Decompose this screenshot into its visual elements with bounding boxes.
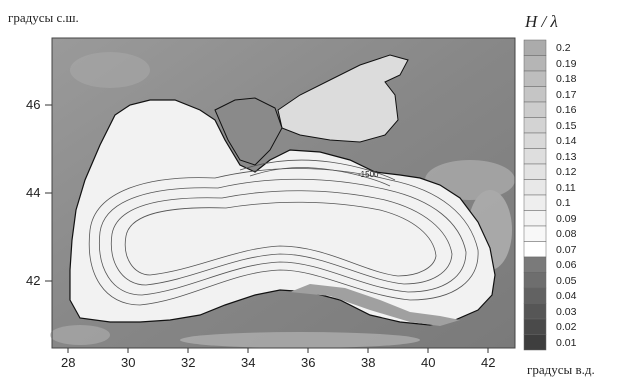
black-sea-body <box>69 99 496 326</box>
x-tick-label: 34 <box>241 355 256 370</box>
legend-value: 0.11 <box>556 181 576 194</box>
legend-value: 0.19 <box>556 57 577 70</box>
legend-colorbar <box>523 39 547 351</box>
x-tick-label: 42 <box>481 355 496 370</box>
legend-value: 0.07 <box>556 243 577 256</box>
legend-value: 0.09 <box>556 212 577 225</box>
y-tick-label: 42 <box>26 273 41 288</box>
bathymetry-contours <box>88 159 479 306</box>
lat-unit-label: градусы с.ш. <box>8 10 79 25</box>
x-tick-label: 40 <box>421 355 436 370</box>
legend-value: 0.18 <box>556 73 577 85</box>
legend-value: 0.14 <box>556 135 577 147</box>
legend-value: 0.2 <box>556 42 571 54</box>
legend-value: 0.1 <box>556 197 571 209</box>
lon-unit-label: градусы в.д. <box>527 362 595 377</box>
azov-sea <box>277 54 409 143</box>
x-axis-ticks <box>67 348 489 353</box>
legend-value: 0.17 <box>556 88 577 101</box>
crimea <box>214 97 283 166</box>
contour-label: -1500 <box>358 170 379 179</box>
legend-value: 0.08 <box>556 228 577 240</box>
legend-value: 0.02 <box>556 321 577 333</box>
x-tick-label: 32 <box>181 355 196 370</box>
x-tick-label: 30 <box>121 355 136 370</box>
south-shelf <box>290 284 460 326</box>
y-axis-ticks <box>45 104 52 282</box>
legend-value: 0.13 <box>556 150 577 163</box>
legend-value: 0.04 <box>556 290 577 302</box>
x-tick-label: 38 <box>361 355 376 370</box>
relief-patches <box>50 52 515 348</box>
legend-value: 0.01 <box>556 336 577 349</box>
x-tick-label: 36 <box>301 355 316 370</box>
legend-value: 0.12 <box>556 166 577 178</box>
x-tick-label: 28 <box>61 355 76 370</box>
legend-value: 0.16 <box>556 104 577 116</box>
y-tick-label: 46 <box>26 97 41 112</box>
legend-title: H / λ <box>525 12 558 31</box>
legend-value: 0.15 <box>556 119 577 132</box>
y-tick-label: 44 <box>26 185 41 200</box>
legend-value: 0.03 <box>556 305 577 318</box>
legend-value: 0.05 <box>556 274 577 287</box>
legend-value: 0.06 <box>556 259 577 271</box>
